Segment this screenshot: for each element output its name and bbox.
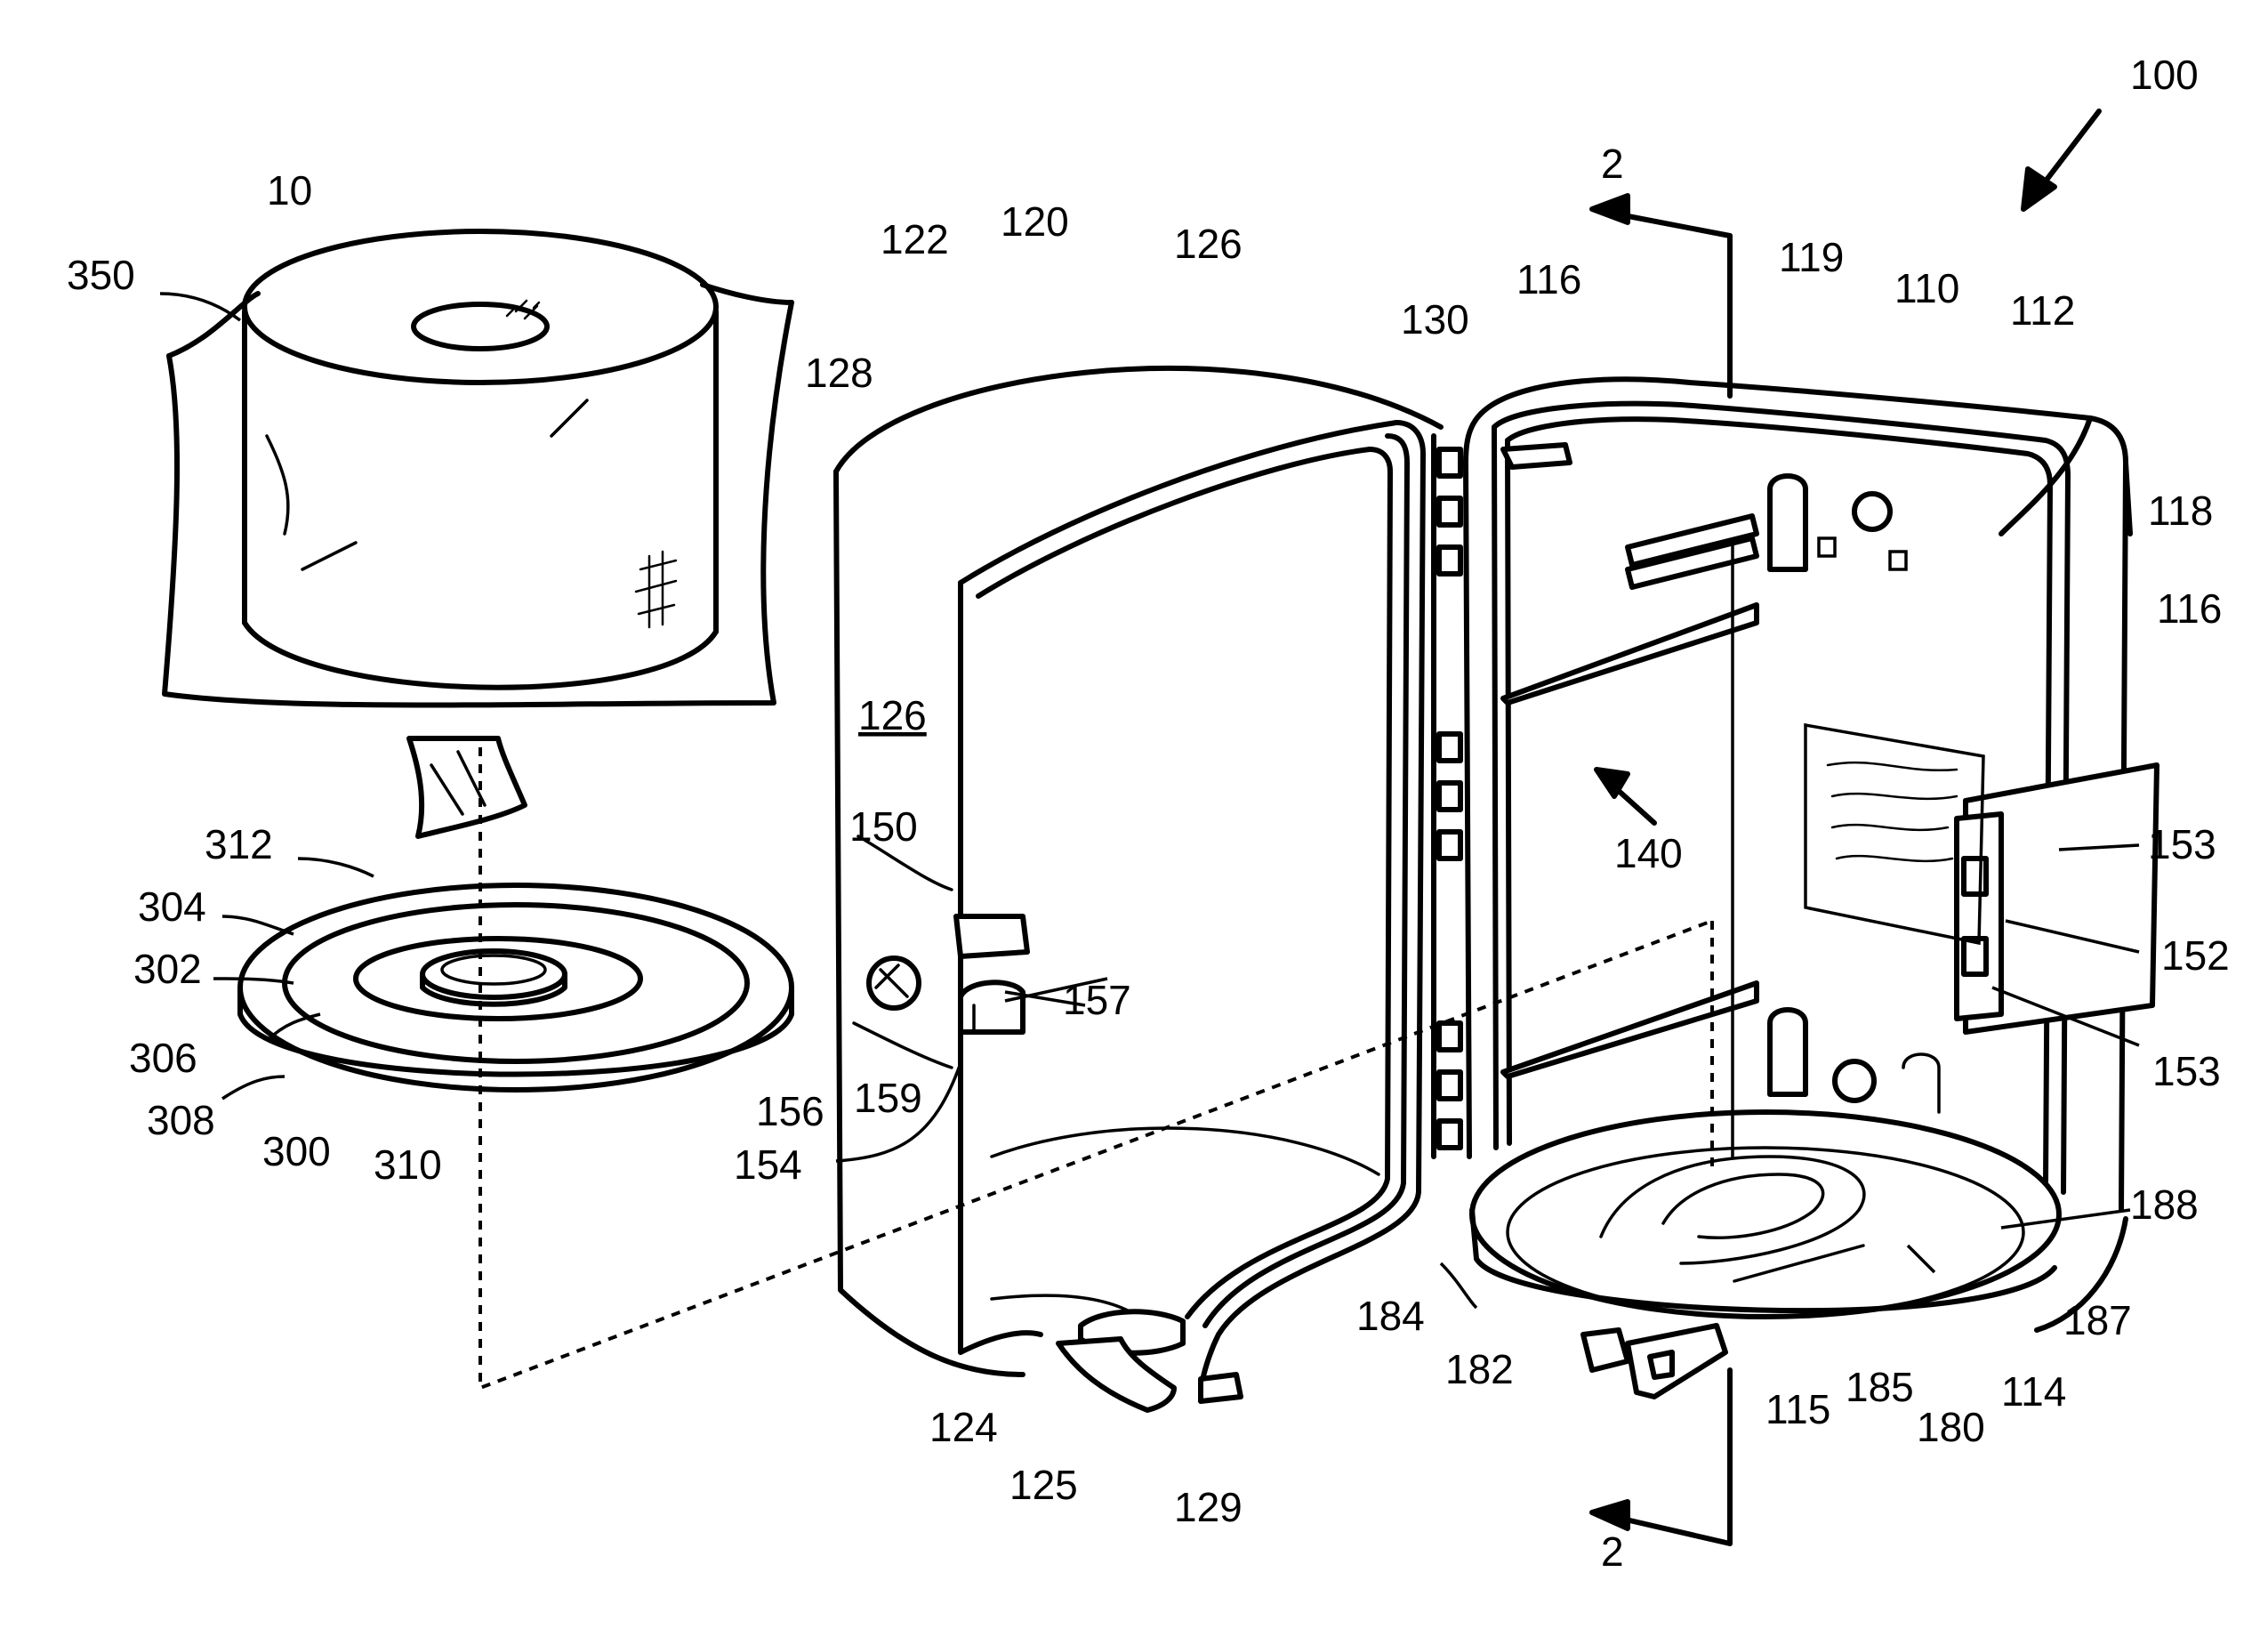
label-185: 185 [1846, 1364, 1914, 1410]
label-119: 119 [1779, 234, 1844, 280]
label-153-top: 153 [2148, 821, 2216, 867]
label-152: 152 [2161, 932, 2230, 979]
label-302: 302 [133, 946, 202, 992]
label-125: 125 [1009, 1462, 1078, 1508]
label-180: 180 [1917, 1404, 1985, 1450]
label-140: 140 [1614, 830, 1683, 876]
wrapped-roll [165, 231, 792, 836]
label-157: 157 [1063, 977, 1131, 1023]
label-184: 184 [1356, 1293, 1425, 1339]
label-182: 182 [1445, 1346, 1514, 1392]
label-159: 159 [854, 1075, 922, 1121]
hinge-130 [1434, 436, 1460, 1157]
label-154: 154 [734, 1141, 802, 1188]
label-156: 156 [756, 1088, 824, 1134]
label-126-top: 126 [1174, 221, 1243, 267]
label-188: 188 [2130, 1181, 2199, 1228]
label-150: 150 [849, 803, 918, 850]
label-114: 114 [2001, 1368, 2066, 1415]
label-310: 310 [374, 1141, 442, 1188]
label-153-bottom: 153 [2152, 1048, 2221, 1094]
label-300: 300 [262, 1128, 331, 1174]
ref-100-arrow [2023, 111, 2099, 209]
cover-120 [836, 368, 1441, 1410]
label-110: 110 [1894, 265, 1959, 311]
label-128: 128 [805, 350, 873, 396]
ref-140-arrow [1596, 770, 1654, 823]
label-112: 112 [2010, 287, 2075, 334]
label-100: 100 [2130, 52, 2199, 98]
label-118: 118 [2148, 488, 2213, 534]
label-115: 115 [1765, 1386, 1830, 1432]
label-187: 187 [2063, 1297, 2132, 1343]
label-350: 350 [67, 252, 135, 298]
section-mark-bottom: 2 [1601, 1528, 1624, 1575]
label-312: 312 [205, 821, 273, 867]
label-124: 124 [929, 1404, 998, 1450]
lid-300 [240, 885, 792, 1090]
section-mark-top: 2 [1601, 141, 1624, 187]
label-304: 304 [138, 883, 206, 930]
label-10: 10 [267, 167, 312, 214]
label-122: 122 [881, 216, 949, 262]
label-130: 130 [1401, 296, 1469, 343]
label-306: 306 [129, 1035, 197, 1081]
label-308: 308 [147, 1097, 215, 1143]
base-110 [1466, 379, 2157, 1397]
label-116-side: 116 [2157, 585, 2222, 632]
label-126-side: 126 [858, 692, 927, 738]
label-120: 120 [1001, 198, 1069, 245]
label-129: 129 [1174, 1484, 1243, 1530]
label-116-inner: 116 [1516, 256, 1581, 302]
